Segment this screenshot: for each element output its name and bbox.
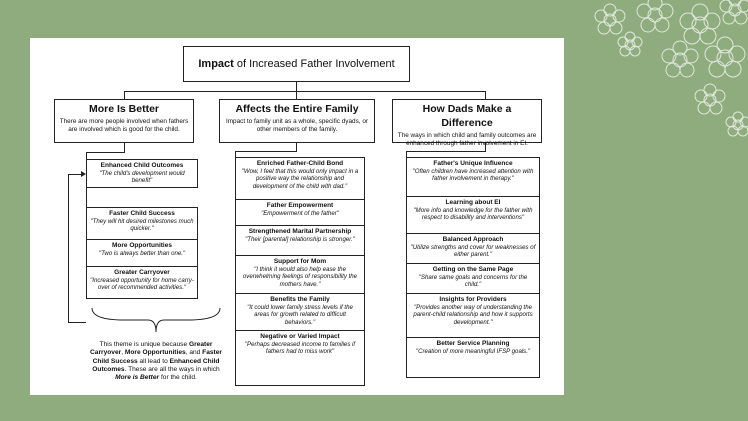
list-item: Negative or Varied Impact "Perhaps decre… [236,330,364,387]
connector-title-down [296,82,297,91]
feedback-arrow-icon [81,171,86,177]
diagram-panel: Impact of Increased Father Involvement M… [30,38,564,395]
list-item: Father's Unique Influence "Often childre… [412,160,534,183]
enhanced-child-outcomes-box: Enhanced Child Outcomes "The child's dev… [86,159,198,188]
list-item: Faster Child Success "They will hit desi… [90,210,194,233]
affects-family-items: Enriched Father-Child Bond "Wow, I feel … [235,157,365,386]
diagram-title: Impact of Increased Father Involvement [183,46,410,82]
column-header-how-dads: How Dads Make a Difference The ways in w… [392,99,542,147]
list-item: Balanced Approach "Utilize strengths and… [407,233,539,263]
brace-icon [91,307,221,333]
col1-connector-down [124,143,125,152]
feedback-line-bottom [68,322,86,323]
feedback-line-vertical [68,174,69,322]
floral-decoration-icon [594,0,748,137]
col3-connector-down [485,143,486,151]
list-item: Better Service Planning "Creation of mor… [407,337,539,379]
list-item: Support for Mom "I think it would also h… [236,255,364,293]
connector-col1 [124,91,125,99]
col3-connector-bar [406,151,486,152]
list-item: Strengthened Marital Partnership "Their … [236,225,364,255]
column-header-affects-family: Affects the Entire Family Impact to fami… [219,99,375,143]
list-item: Benefits the Family "It could lower fami… [236,293,364,330]
list-item: Greater Carryover "Increased opportunity… [87,266,197,299]
col1-connector-bar [86,152,125,153]
how-dads-items: Father's Unique Influence "Often childre… [406,157,540,378]
feedback-line-top [68,174,81,175]
column-header-more-is-better: More Is Better There are more people inv… [54,99,194,143]
list-item: Learning about EI "More info and knowled… [407,196,539,233]
list-item: Insights for Providers "Provides another… [407,293,539,337]
col2-connector-down [296,143,297,151]
connector-col2 [296,91,297,99]
col2-connector-bar [235,151,297,152]
list-item: More Opportunities "Two is always better… [87,239,197,266]
more-is-better-items: Faster Child Success "They will hit desi… [86,207,198,299]
list-item: Father Empowerment "Empowerment of the f… [236,199,364,225]
list-item: Getting on the Same Page "Share same goa… [407,263,539,293]
list-item: Enriched Father-Child Bond "Wow, I feel … [241,160,359,190]
theme-note: This theme is unique because Greater Car… [90,341,222,382]
connector-horizontal-bar [124,91,485,92]
connector-col3 [485,91,486,99]
